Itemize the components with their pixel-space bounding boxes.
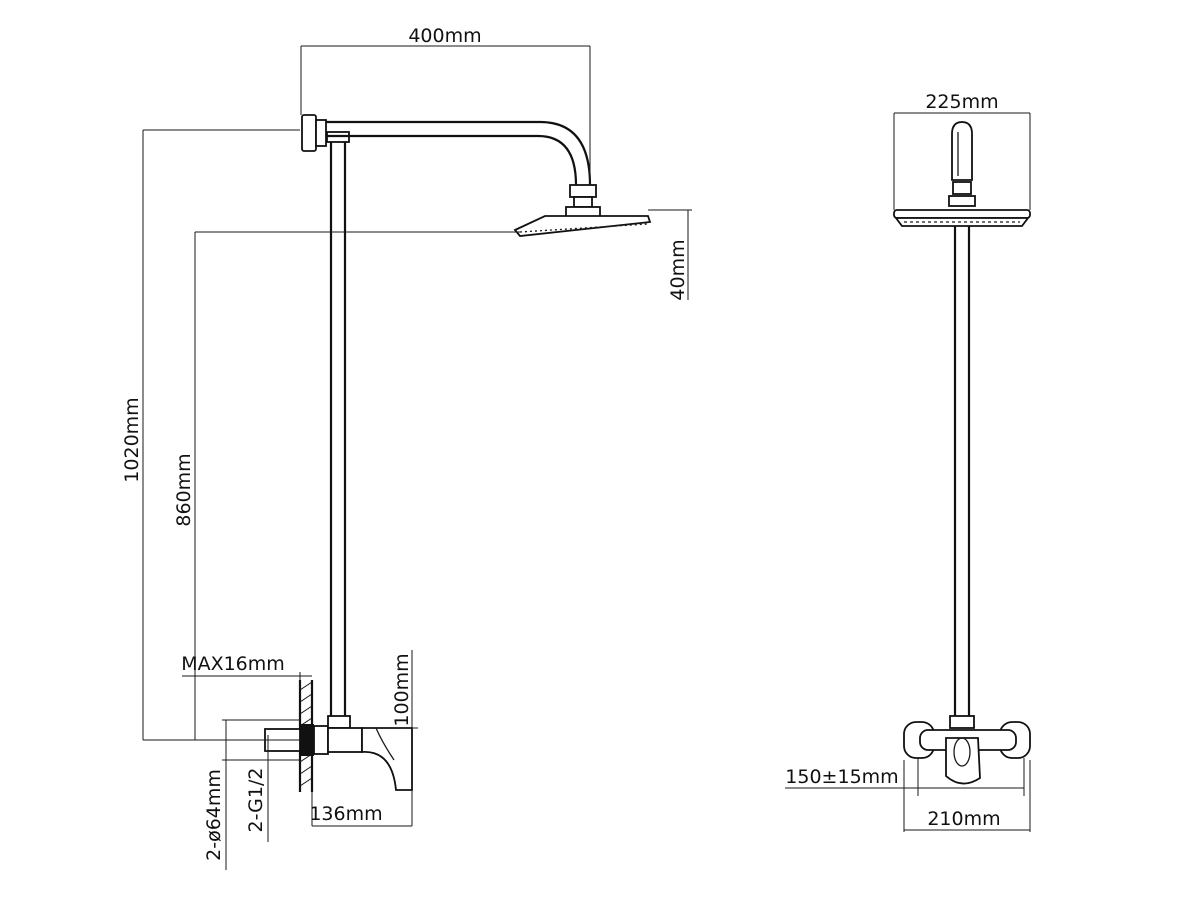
dim-mixer-depth xyxy=(311,790,413,827)
wall-bracket xyxy=(301,114,317,152)
dim-arm-reach xyxy=(300,45,591,185)
shower-head-side xyxy=(513,215,652,237)
label-head-diameter: 225mm xyxy=(925,91,998,113)
shower-head-front xyxy=(893,209,1031,227)
label-thread: 2-G1/2 xyxy=(245,768,267,833)
label-head-thickness: 40mm xyxy=(667,239,689,300)
side-view: 400mm 40mm 1020mm 860mm MAX16mm xyxy=(121,25,692,870)
inlet-connection xyxy=(264,724,329,756)
dim-head-height xyxy=(194,231,520,740)
shower-arm xyxy=(326,120,601,218)
dim-total-height xyxy=(142,129,300,741)
riser-front xyxy=(953,226,971,718)
label-head-height: 860mm xyxy=(173,453,195,526)
mixer-body-side xyxy=(327,715,413,791)
dim-wall-max xyxy=(182,672,312,690)
dim-mixer-width xyxy=(903,760,1031,832)
label-flange-diameter: 2-ø64mm xyxy=(203,769,225,861)
label-arm-reach: 400mm xyxy=(408,25,481,47)
dim-head-thickness xyxy=(648,209,692,300)
front-view: 225mm 150±15mm 210mm xyxy=(785,91,1031,832)
riser-pipe xyxy=(326,131,350,718)
bracket-collar xyxy=(315,119,327,147)
arm-front xyxy=(948,121,976,207)
dim-mixer-height xyxy=(395,650,418,729)
label-mixer-depth: 136mm xyxy=(309,803,382,825)
label-mixer-height: 100mm xyxy=(391,653,413,726)
dim-head-diameter xyxy=(893,112,1031,210)
label-mixer-width: 210mm xyxy=(927,808,1000,830)
label-inlet-spacing: 150±15mm xyxy=(785,766,898,788)
dim-flange-diameter xyxy=(222,719,300,870)
label-total-height: 1020mm xyxy=(121,397,143,482)
mixer-front xyxy=(903,715,1031,785)
label-wall-max: MAX16mm xyxy=(181,653,285,675)
